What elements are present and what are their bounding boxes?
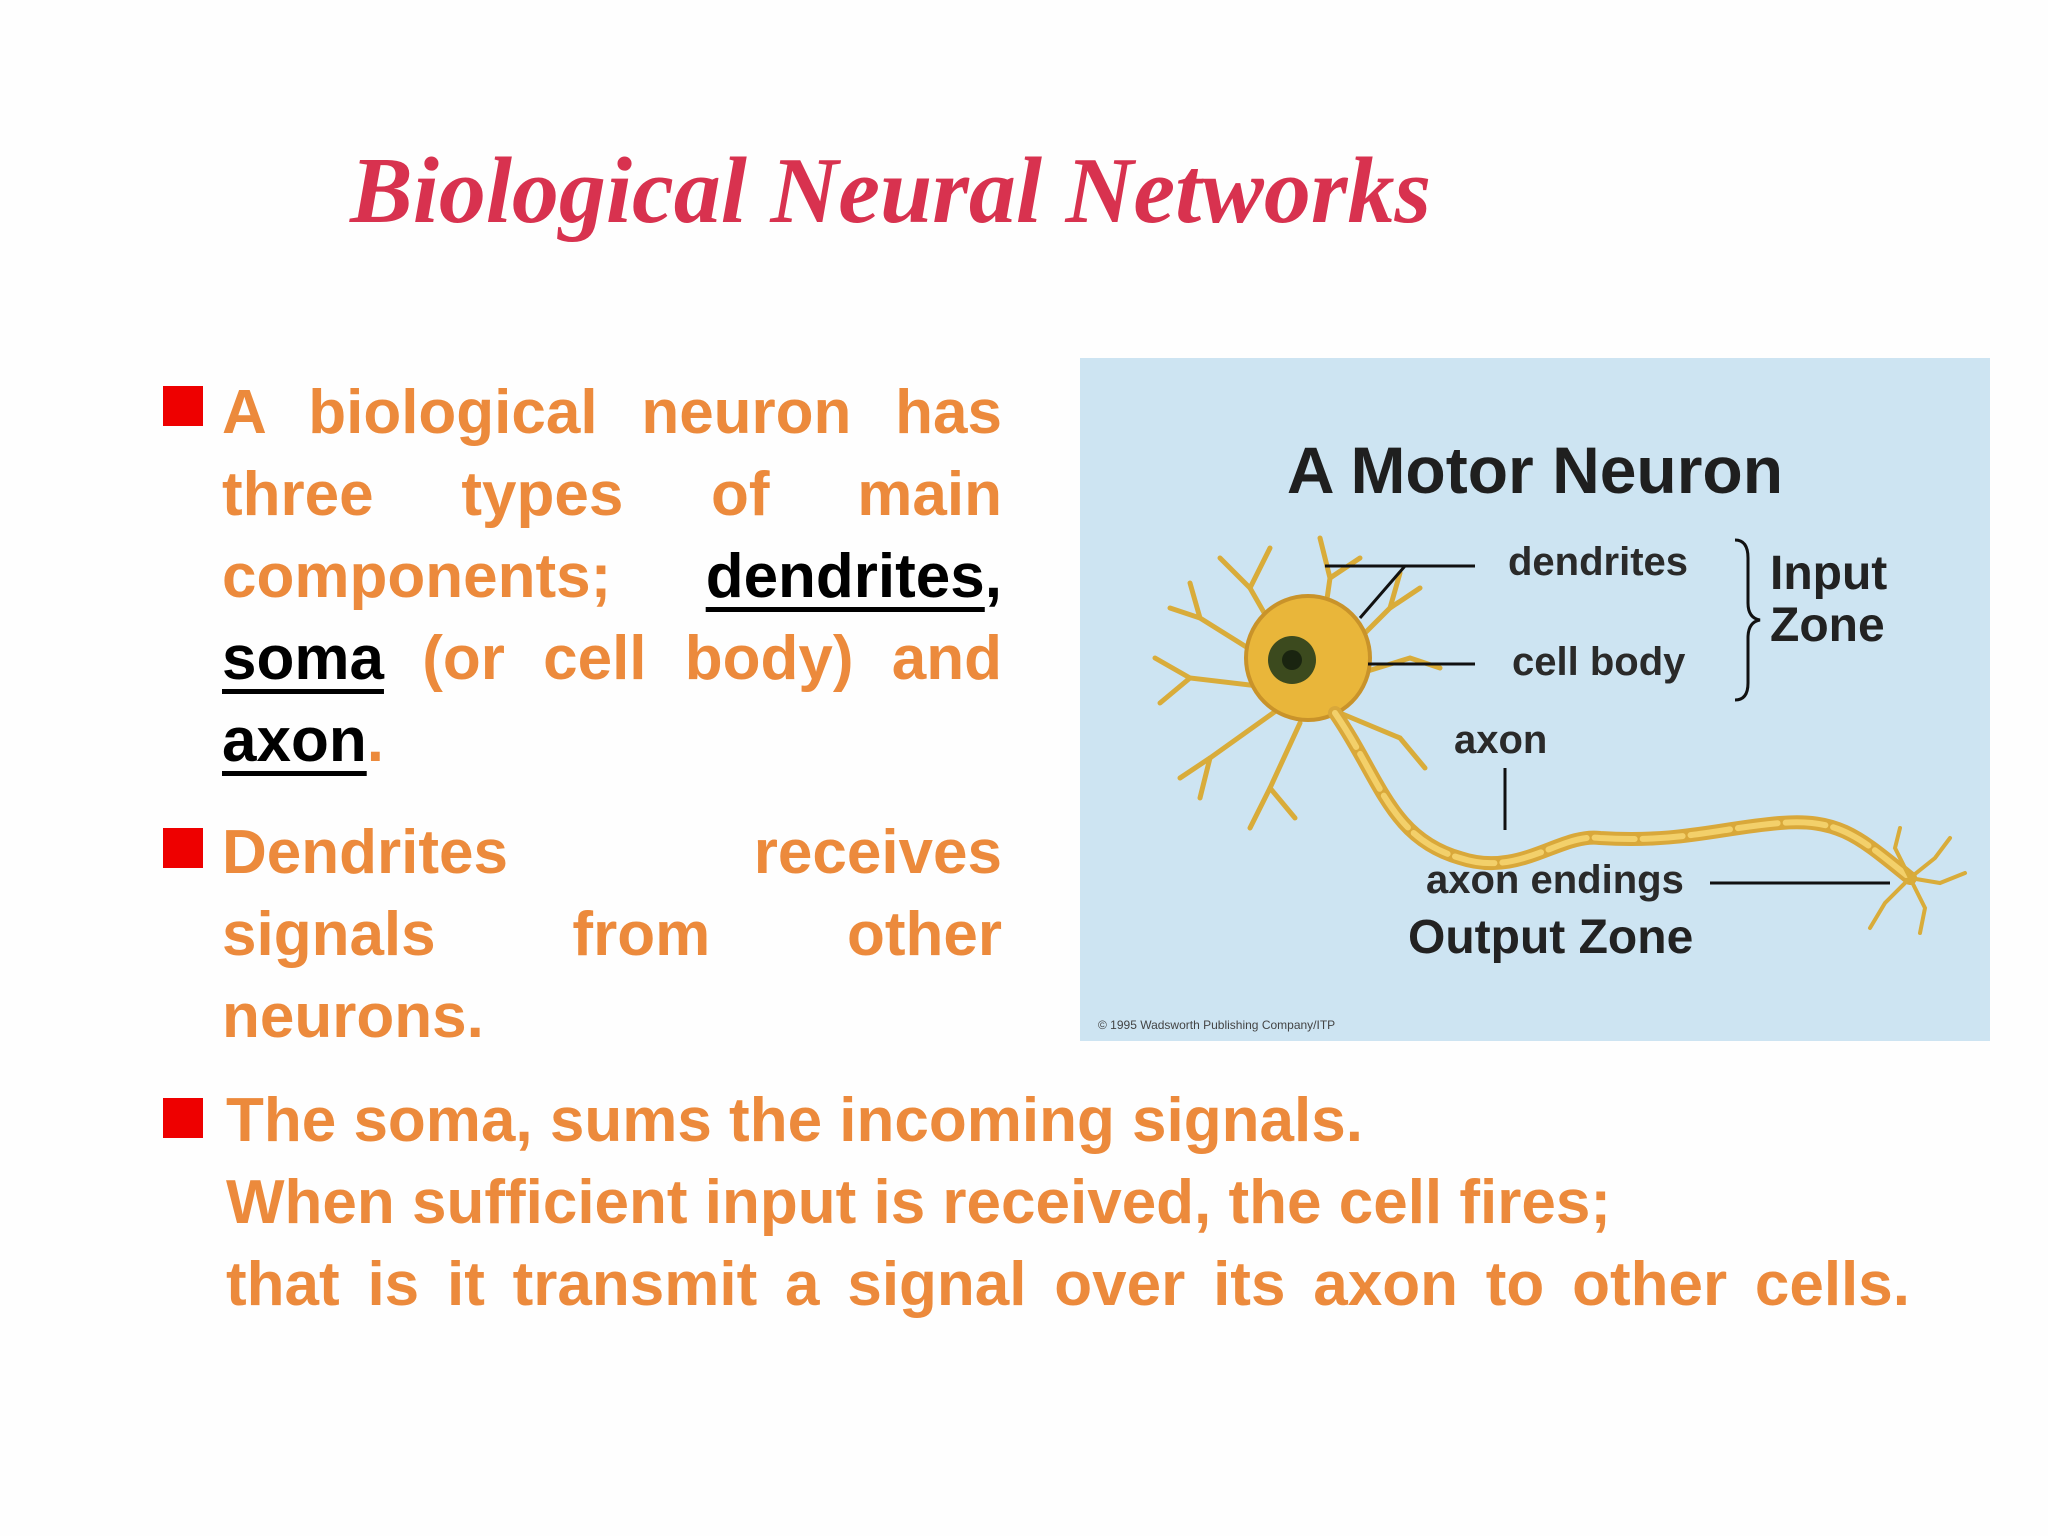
input-zone-brace: [1734, 538, 1761, 702]
label-axon-endings: axon endings: [1426, 858, 1684, 902]
bullet-3-line-1: The soma, sums the incoming signals.: [226, 1086, 1363, 1155]
bullet-3-line-2: When sufficient input is received, the c…: [226, 1168, 1611, 1237]
figure-title: A Motor Neuron: [1286, 433, 1784, 507]
axon-endings-drawing: [1868, 826, 1967, 935]
axon-drawing: [1328, 706, 1917, 885]
figure-copyright: © 1995 Wadsworth Publishing Company/ITP: [1098, 1018, 1336, 1032]
label-cell-body: cell body: [1512, 640, 1686, 684]
motor-neuron-figure: A Motor Neuron dendrites cell body axon …: [1080, 358, 1990, 1041]
period: .: [366, 706, 384, 775]
comma: ,: [984, 542, 1002, 611]
slide-title: Biological Neural Networks: [350, 139, 1432, 243]
bullet-1-text-2: (or cell body) and: [422, 624, 1002, 693]
bullet-text-dendrites: Dendrites receives signals from other ne…: [222, 818, 1002, 1051]
keyword-dendrites: dendrites: [705, 542, 985, 611]
bullet-marker: [163, 386, 203, 426]
bullet-1-text: A biological neuron has three types of m…: [222, 378, 1002, 611]
keyword-axon: axon: [222, 706, 367, 775]
label-dendrites: dendrites: [1508, 540, 1689, 584]
keyword-soma: soma: [222, 624, 384, 693]
neuron-illustration: [1152, 535, 1967, 935]
bullet-marker: [163, 1098, 203, 1138]
bullet-text-components: A biological neuron has three types of m…: [222, 372, 1002, 782]
label-axon: axon: [1454, 718, 1548, 762]
bullet-marker: [163, 828, 203, 868]
bullet-3-line-3: that is it transmit a signal over its ax…: [226, 1250, 1910, 1319]
bullet-text-soma: The soma, sums the incoming signals. Whe…: [226, 1080, 1910, 1326]
input-zone-label: Input Zone: [1770, 547, 1888, 652]
output-zone-label: Output Zone: [1408, 911, 1694, 964]
label-pointer-lines: [1325, 564, 1890, 885]
